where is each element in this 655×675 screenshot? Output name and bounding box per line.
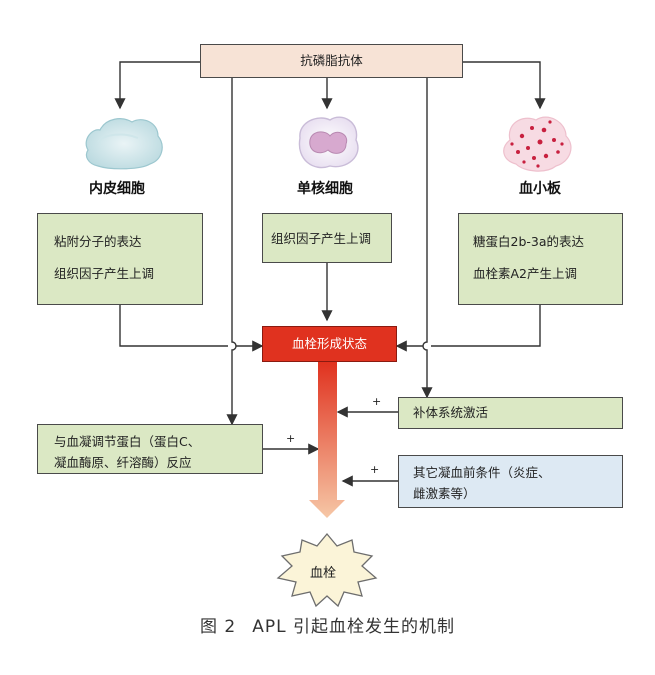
- adhesion-molecule-expression: 粘附分子的表达: [54, 234, 142, 249]
- antiphospholipid-antibody-box: 抗磷脂抗体: [200, 44, 463, 78]
- thromboxane-upregulation: 血栓素A2产生上调: [473, 266, 578, 281]
- figure-number: 图 2: [200, 617, 237, 637]
- endothelial-effects-box: 粘附分子的表达 组织因子产生上调: [37, 213, 203, 305]
- complement-activation-box: 补体系统激活: [398, 397, 623, 429]
- prothrombotic-state-label: 血栓形成状态: [291, 336, 367, 351]
- monocyte-tissue-factor-upregulation: 组织因子产生上调: [271, 231, 372, 246]
- regulatory-protein-line-1: 与血凝调节蛋白（蛋白C、: [54, 434, 201, 449]
- figure-title: APL 引起血栓发生的机制: [252, 617, 455, 637]
- thrombus-starburst: [276, 532, 378, 608]
- other-procoagulant-line-2: 雌激素等）: [413, 486, 476, 501]
- other-procoagulant-box: 其它凝血前条件（炎症、 雌激素等）: [398, 455, 623, 508]
- connector-lines: [114, 61, 546, 487]
- regulatory-protein-line-2: 凝血酶原、纤溶酶）反应: [54, 455, 192, 470]
- regulatory-protein-box: 与血凝调节蛋白（蛋白C、 凝血酶原、纤溶酶）反应: [37, 424, 263, 474]
- platelet-icon: [503, 116, 572, 172]
- monocyte-icon: [298, 116, 359, 169]
- thrombosis-progression-arrow: [309, 362, 345, 518]
- endothelial-cell-icon: [85, 118, 163, 170]
- monocyte-label: 单核细胞: [297, 181, 353, 197]
- endothelial-cell-label: 内皮细胞: [89, 181, 145, 197]
- figure-caption: 图 2 APL 引起血栓发生的机制: [0, 612, 655, 637]
- thrombus-label: 血栓: [310, 566, 337, 581]
- platelet-effects-box: 糖蛋白2b-3a的表达 血栓素A2产生上调: [458, 213, 623, 305]
- prothrombotic-state-box: 血栓形成状态: [262, 326, 397, 362]
- platelet-label: 血小板: [519, 181, 561, 197]
- monocyte-effects-box: 组织因子产生上调: [262, 213, 392, 263]
- antiphospholipid-antibody-label: 抗磷脂抗体: [300, 53, 363, 68]
- regulatory-plus-sign: +: [286, 432, 296, 445]
- complement-plus-sign: +: [372, 395, 382, 408]
- other-procoagulant-line-1: 其它凝血前条件（炎症、: [413, 465, 551, 480]
- tissue-factor-upregulation: 组织因子产生上调: [54, 266, 155, 281]
- other-plus-sign: +: [370, 463, 380, 476]
- glycoprotein-expression: 糖蛋白2b-3a的表达: [473, 234, 585, 249]
- complement-activation-label: 补体系统激活: [413, 405, 489, 420]
